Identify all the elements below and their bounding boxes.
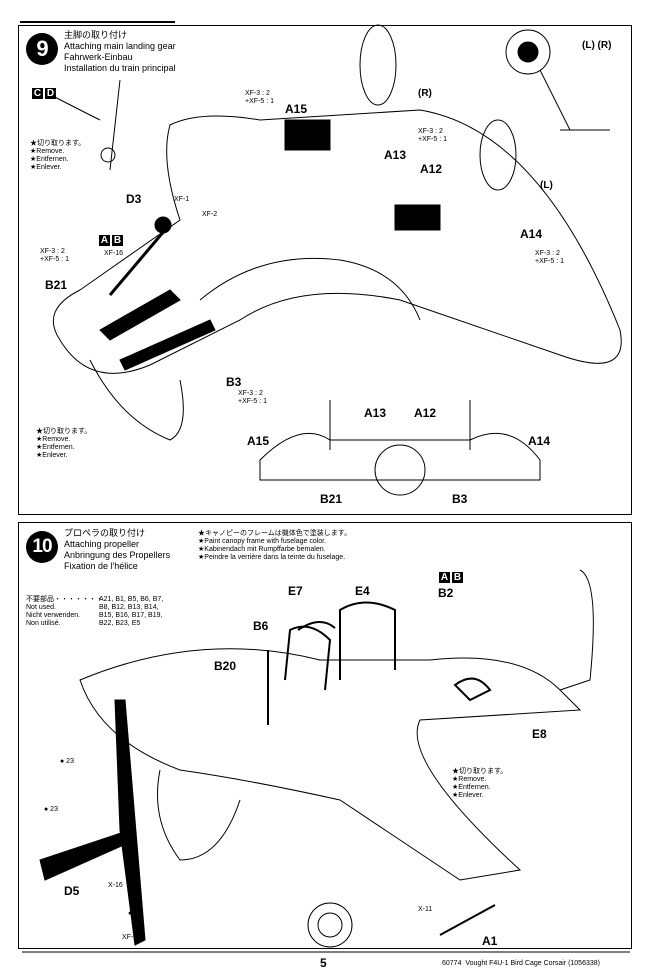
remove-fr: ★Enlever. [36,452,68,459]
remove-jp: ★切り取ります。 [452,768,508,775]
badge-c: C [32,88,43,99]
inset-a13: A13 [364,406,387,420]
paint-23-b: ● 23 [44,806,58,813]
inset-a12: A12 [414,406,437,420]
badge-b: B [112,235,123,246]
remove-note: ★切り取ります。★Remove.★Entfernen.★Enlever. [30,140,85,172]
step-number: 9 [26,33,58,65]
remove-note-2: ★切り取ります。★Remove.★Entfernen.★Enlever. [36,428,91,460]
step-9-panel [18,25,632,515]
paint-xf2: XF-2 [202,211,218,218]
part-e7: E7 [288,584,303,598]
paint-xf1: XF-1 [174,196,190,203]
paint-a13: XF-3 : 2 +XF-5 : 1 [418,128,447,143]
inset-b21: B21 [320,492,343,506]
part-d5: D5 [64,884,80,898]
paint-x16: X-16 [108,882,123,889]
part-b20: B20 [214,659,237,673]
not-used-de: Nicht verwenden. [26,612,81,619]
product-info: 60774 Vought F4U-1 Bird Cage Corsair (10… [442,960,600,967]
paint-xf16: XF-16 [104,250,124,257]
remove-jp: ★切り取ります。 [36,428,92,435]
remove-en: ★Remove. [36,436,71,443]
part-e4: E4 [355,584,370,598]
paint-note-jp: ★キャノピーのフレームは機体色で塗装します。 [198,530,352,537]
step-title-en: Attaching main landing gear [64,41,176,51]
step-10-panel [18,522,632,949]
part-a15: A15 [285,102,308,116]
paint-a15: XF-3 : 2 +XF-5 : 1 [245,90,274,105]
remove-en: ★Remove. [452,776,487,783]
label-left-right: (L) (R) [582,40,612,51]
paint-note-de: ★Kabinendach mit Rumpffarbe bemalen. [198,546,326,553]
not-used-parts: A21, B1, B5, B6, B7, B8, B12, B13, B14, … [99,596,164,627]
label-left: (L) [540,180,553,191]
not-used-labels: 不要部品・・・・・・・Not used.Nicht verwenden.Non … [26,596,103,628]
step-title-jp: 主脚の取り付け [64,30,128,40]
remove-de: ★Entfernen. [30,156,69,163]
remove-en: ★Remove. [30,148,65,155]
paint-x11: X-11 [418,906,433,913]
part-a13: A13 [384,148,407,162]
not-used-jp: 不要部品・・・・・・・ [26,596,103,603]
inset-a15: A15 [247,434,270,448]
canopy-paint-note: ★キャノピーのフレームは機体色で塗装します。★Paint canopy fram… [198,530,351,562]
paint-b3: XF-3 : 2 +XF-5 : 1 [238,390,267,405]
step-title-jp: プロペラの取り付け [64,528,146,538]
step-title-fr: Fixation de l'hélice [64,561,138,571]
step-title-en: Attaching propeller [64,539,140,549]
part-a1: A1 [482,934,498,948]
step-title-de: Fahrwerk-Einbau [64,52,133,62]
remove-fr: ★Enlever. [30,164,62,171]
step-title-de: Anbringung des Propellers [64,550,171,560]
remove-note-3: ★切り取ります。★Remove.★Entfernen.★Enlever. [452,768,507,800]
remove-jp: ★切り取ります。 [30,140,86,147]
remove-de: ★Entfernen. [452,784,491,791]
part-e8: E8 [532,727,547,741]
paint-b21: XF-3 : 2 +XF-5 : 1 [40,248,69,263]
step-title-fr: Installation du train principal [64,63,176,73]
part-a12: A12 [420,162,443,176]
not-used-en: Not used. [26,604,56,611]
part-a14: A14 [520,227,543,241]
paint-23-a: ● 23 [60,758,74,765]
paint-a14: XF-3 : 2 +XF-5 : 1 [535,250,564,265]
badge-a: A [99,235,110,246]
paint-note-en: ★Paint canopy frame with fuselage color. [198,538,327,545]
part-d3: D3 [126,192,142,206]
not-used-fr: Non utilisé. [26,620,61,627]
badge-a: A [439,572,450,583]
inset-a14: A14 [528,434,551,448]
paint-xf3: XF-3 [122,934,138,941]
step-number: 10 [26,531,58,563]
remove-de: ★Entfernen. [36,444,75,451]
part-b3: B3 [226,375,242,389]
label-right: (R) [418,88,432,99]
part-b6: B6 [253,619,269,633]
page-number: 5 [320,956,327,970]
badge-b: B [452,572,463,583]
badge-d: D [45,88,56,99]
part-b2: B2 [438,586,454,600]
inset-b3: B3 [452,492,468,506]
paint-23-c: ● 23 [128,910,142,917]
remove-fr: ★Enlever. [452,792,484,799]
part-b21: B21 [45,278,68,292]
paint-note-fr: ★Peindre la verrière dans la teinte du f… [198,554,346,561]
